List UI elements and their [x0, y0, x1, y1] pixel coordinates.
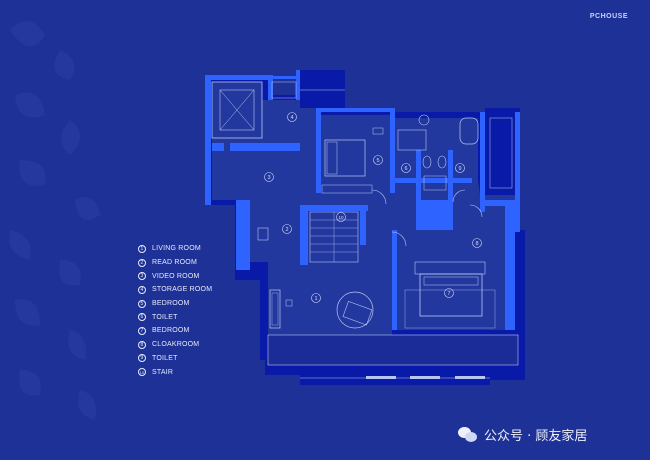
- wall-accent: [392, 230, 397, 330]
- wall-accent: [230, 143, 300, 151]
- wall-accent: [308, 205, 368, 211]
- tv-cabinet: [269, 289, 281, 329]
- wall-accent: [392, 178, 472, 183]
- balcony: [267, 334, 519, 366]
- legend-item: 1 LIVING ROOM: [138, 242, 212, 256]
- legend-number: 4: [138, 285, 146, 294]
- room-marker: [282, 224, 292, 234]
- wall-accent: [480, 112, 485, 212]
- legend-label: STAIR: [152, 368, 174, 376]
- wall-accent: [360, 205, 366, 245]
- legend-number: 2: [138, 258, 146, 267]
- brand-logo: PCHOUSE: [589, 13, 628, 20]
- room-marker: [401, 163, 411, 173]
- wall-accent: [485, 200, 515, 206]
- room-marker: [444, 288, 454, 298]
- wall-accent: [418, 200, 448, 230]
- room-marker-label: 3: [267, 175, 270, 181]
- watermark-text: 公众号 · 顾友家居: [484, 429, 588, 444]
- wall-accent: [448, 150, 453, 230]
- wall-accent: [205, 75, 211, 205]
- legend-label: VIDEO ROOM: [152, 272, 200, 280]
- legend-number: 5: [138, 299, 146, 308]
- wall-accent: [236, 200, 250, 270]
- wechat-icon: [458, 426, 478, 443]
- room-marker-label: 1: [314, 296, 317, 302]
- legend-label: LIVING ROOM: [152, 245, 201, 253]
- legend-label: BEDROOM: [152, 327, 190, 335]
- legend-number: 3: [138, 272, 146, 281]
- wall-accent: [207, 143, 211, 203]
- room-marker-label: 5: [376, 158, 379, 164]
- legend-item: 10 STAIR: [138, 365, 212, 379]
- wall-accent: [515, 112, 520, 232]
- wall-accent: [272, 76, 298, 79]
- round-rug: [336, 291, 374, 329]
- room-marker-label: 8: [475, 241, 478, 247]
- wall-accent: [300, 205, 308, 265]
- legend-number: 6: [138, 313, 146, 322]
- legend-label: CLOAKROOM: [152, 341, 200, 349]
- room-marker-label: 2: [285, 227, 288, 233]
- legend-number: 10: [138, 368, 146, 377]
- room-marker: [373, 155, 383, 165]
- legend-item: 7 BEDROOM: [138, 324, 212, 338]
- watermark: 公众号 · 顾友家居: [458, 425, 587, 444]
- room-marker-label: 9: [458, 166, 461, 172]
- room-marker-label: 4: [290, 115, 293, 121]
- floor-plan: 1 2 3 4 5 6 7 8 9 10: [205, 70, 525, 385]
- legend-item: 8 CLOAKROOM: [138, 338, 212, 352]
- legend-item: 6 TOILET: [138, 310, 212, 324]
- legend-label: TOILET: [152, 354, 178, 362]
- wall-accent: [296, 70, 300, 100]
- wall-accent: [416, 150, 421, 230]
- room-marker: [336, 212, 346, 222]
- room-marker: [455, 163, 465, 173]
- legend-item: 3 VIDEO ROOM: [138, 269, 212, 283]
- room-legend: 1 LIVING ROOM 2 READ ROOM 3 VIDEO ROOM 4 STO…: [138, 242, 212, 379]
- bed: [324, 139, 366, 177]
- legend-number: 7: [138, 326, 146, 335]
- wall-accent: [320, 108, 395, 112]
- legend-item: 4 STORAGE ROOM: [138, 283, 212, 297]
- room-marker-label: 10: [338, 215, 344, 220]
- room-marker: [311, 293, 321, 303]
- storage-room: [211, 81, 263, 139]
- room-marker: [472, 238, 482, 248]
- legend-number: 1: [138, 244, 146, 253]
- legend-item: 5 BEDROOM: [138, 297, 212, 311]
- legend-item: 2 READ ROOM: [138, 256, 212, 270]
- wall-accent: [268, 75, 273, 100]
- wall-accent: [390, 108, 395, 193]
- wall-accent: [205, 75, 269, 80]
- legend-number: 8: [138, 340, 146, 349]
- wall-accent: [212, 143, 224, 151]
- wall-accent: [316, 108, 321, 193]
- room-marker-label: 7: [447, 291, 450, 297]
- room-marker: [264, 172, 274, 182]
- legend-label: TOILET: [152, 313, 178, 321]
- room-marker-label: 6: [404, 166, 407, 172]
- legend-item: 9 TOILET: [138, 352, 212, 366]
- legend-number: 9: [138, 354, 146, 363]
- room-marker: [287, 112, 297, 122]
- legend-label: BEDROOM: [152, 300, 190, 308]
- legend-label: STORAGE ROOM: [152, 286, 213, 294]
- wall-accent: [505, 205, 515, 330]
- legend-label: READ ROOM: [152, 259, 197, 267]
